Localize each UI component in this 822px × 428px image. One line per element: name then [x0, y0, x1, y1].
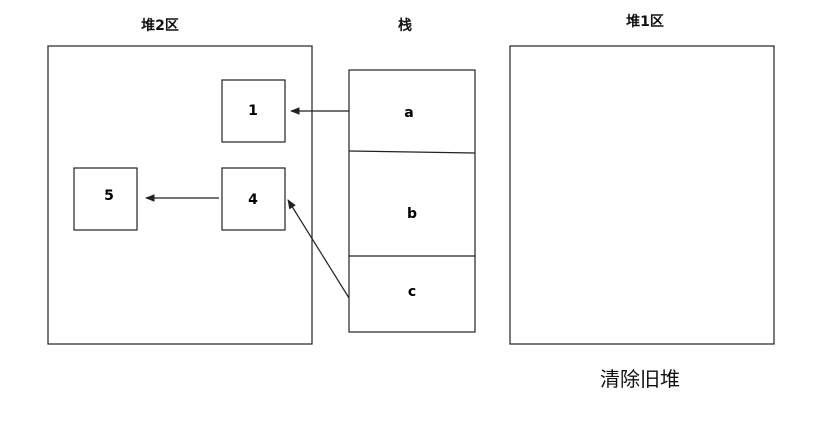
heap2-object-1-box [221, 79, 286, 143]
heap1-title: 堆1区 [626, 14, 664, 30]
heap1-region [509, 45, 775, 345]
heap2-object-1-label: 1 [248, 103, 258, 119]
stack-divider-ab [348, 150, 476, 154]
heap2-object-5-label: 5 [104, 188, 114, 204]
stack-slot-a: a [404, 105, 413, 121]
stack-slot-b: b [407, 206, 417, 222]
stack-title: 栈 [398, 18, 412, 34]
heap2-region [47, 45, 313, 345]
heap2-object-4-label: 4 [248, 192, 258, 208]
stack-region [348, 69, 476, 333]
heap2-object-5-box [73, 167, 138, 231]
caption-clear-old-heap: 清除旧堆 [600, 367, 680, 391]
heap2-object-4-box [221, 167, 286, 231]
stack-slot-c: c [408, 284, 416, 300]
arrow-c-to-4 [287, 199, 350, 299]
heap2-title: 堆2区 [141, 18, 179, 34]
